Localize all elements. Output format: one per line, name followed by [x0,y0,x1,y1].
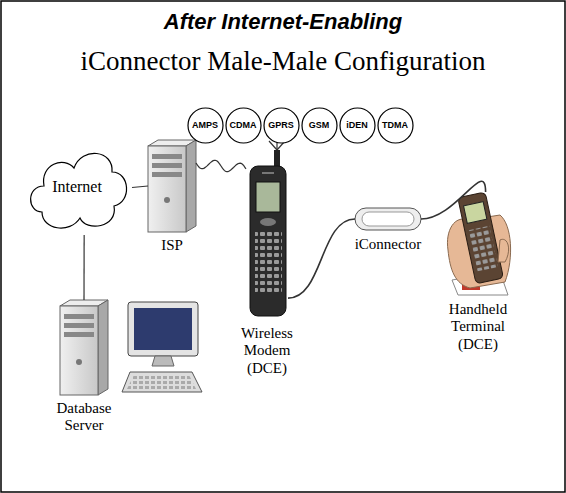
cable [421,181,486,219]
device-label: iConnector [348,236,428,253]
device-slot [60,300,108,395]
network-name: AMPS [192,120,218,130]
internet-cloud: Internet [22,140,132,235]
network-circle: CDMA [225,107,262,144]
device-slot [355,207,421,231]
device-slot [246,138,288,320]
network-name: CDMA [230,120,257,130]
device-label: Handheld Terminal (DCE) [441,301,515,353]
cable [288,219,355,298]
server-tower [60,300,108,395]
device-slot [440,192,516,296]
handheld-terminal [447,192,510,295]
network-line [132,186,148,188]
device-label: Wireless Modem (DCE) [235,325,299,377]
diagram-heading: iConnector Male-Male Configuration [0,46,566,77]
device-node: iConnector [348,207,428,253]
device-node: ISP [142,140,202,254]
device-node: Database Server [47,300,121,435]
network-circle: iDEN [339,107,376,144]
device-slot [148,140,196,232]
network-circle: GPRS [263,107,300,144]
cloud-label: Internet [52,178,102,196]
network-circle: GSM [301,107,338,144]
network-name: GSM [309,120,330,130]
network-circle: AMPS [187,107,224,144]
computer [122,302,202,392]
network-line [83,235,84,300]
server-tower [148,140,196,232]
label-wrap: iConnector Male-Male Configuration [0,46,566,77]
network-name: GPRS [268,120,294,130]
network-circle: TDMA [377,107,414,144]
wireless-link [196,160,246,171]
device-label: Database Server [47,400,121,435]
mobile-phone [250,138,286,316]
network-name: TDMA [382,120,408,130]
device-node: Wireless Modem (DCE) [235,138,299,377]
title-wrap: After Internet-Enabling [0,9,566,35]
connector-device [355,208,421,230]
device-label: ISP [142,237,202,254]
network-name: iDEN [346,120,368,130]
page-title: After Internet-Enabling [0,9,566,35]
device-node: Handheld Terminal (DCE) [440,192,516,353]
